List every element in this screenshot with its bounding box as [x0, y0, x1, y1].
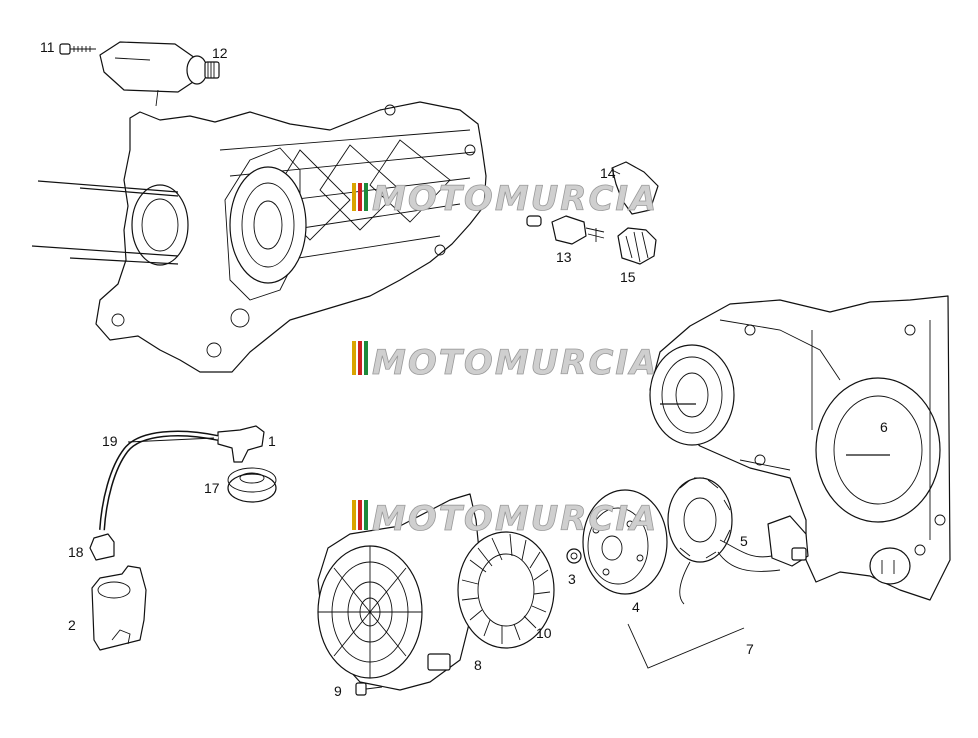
o-ring-seal — [611, 161, 659, 215]
leader-lines — [127, 169, 745, 669]
rubber-grommet — [227, 467, 277, 503]
watermark-text: MOTOMURCIA — [372, 343, 658, 383]
lead-boot — [89, 533, 115, 561]
label-13: 13 — [556, 249, 572, 265]
label-7: 7 — [746, 641, 754, 657]
label-12: 12 — [212, 45, 228, 61]
flywheel-nut — [566, 548, 582, 564]
cooling-fan — [457, 531, 555, 649]
drive-gear — [617, 227, 657, 265]
watermark-3: MOTOMURCIA — [352, 499, 658, 539]
label-17: 17 — [204, 480, 220, 496]
label-2: 2 — [68, 617, 76, 633]
engine-case-right — [649, 295, 951, 601]
label-19: 19 — [102, 433, 118, 449]
label-18: 18 — [68, 544, 84, 560]
label-1: 1 — [268, 433, 276, 449]
part-labels: 11 12 14 13 15 19 1 17 18 2 6 5 3 4 10 7… — [40, 39, 888, 699]
watermark-2: MOTOMURCIA — [352, 341, 658, 383]
starter-bolt — [59, 43, 96, 55]
label-8: 8 — [474, 657, 482, 673]
label-10: 10 — [536, 625, 552, 641]
ht-lead — [99, 430, 219, 531]
watermark-1: MOTOMURCIA — [352, 179, 658, 219]
ignition-coil — [91, 565, 147, 651]
label-15: 15 — [620, 269, 636, 285]
fan-cover — [317, 493, 481, 691]
label-3: 3 — [568, 571, 576, 587]
flywheel — [582, 489, 668, 595]
label-14: 14 — [600, 165, 616, 181]
stator — [667, 477, 733, 563]
label-9: 9 — [334, 683, 342, 699]
watermark-text: MOTOMURCIA — [372, 499, 658, 539]
crankcase-studs — [31, 180, 179, 265]
label-5: 5 — [740, 533, 748, 549]
watermark-text: MOTOMURCIA — [372, 179, 658, 219]
fan-screw — [355, 682, 383, 696]
pickup-coil-harness — [679, 515, 809, 605]
label-4: 4 — [632, 599, 640, 615]
starter-motor — [99, 41, 220, 107]
crankcase — [95, 101, 487, 373]
sender-unit — [526, 215, 605, 245]
spark-plug-cap — [217, 425, 265, 463]
label-11: 11 — [40, 39, 55, 55]
label-6: 6 — [880, 419, 888, 435]
